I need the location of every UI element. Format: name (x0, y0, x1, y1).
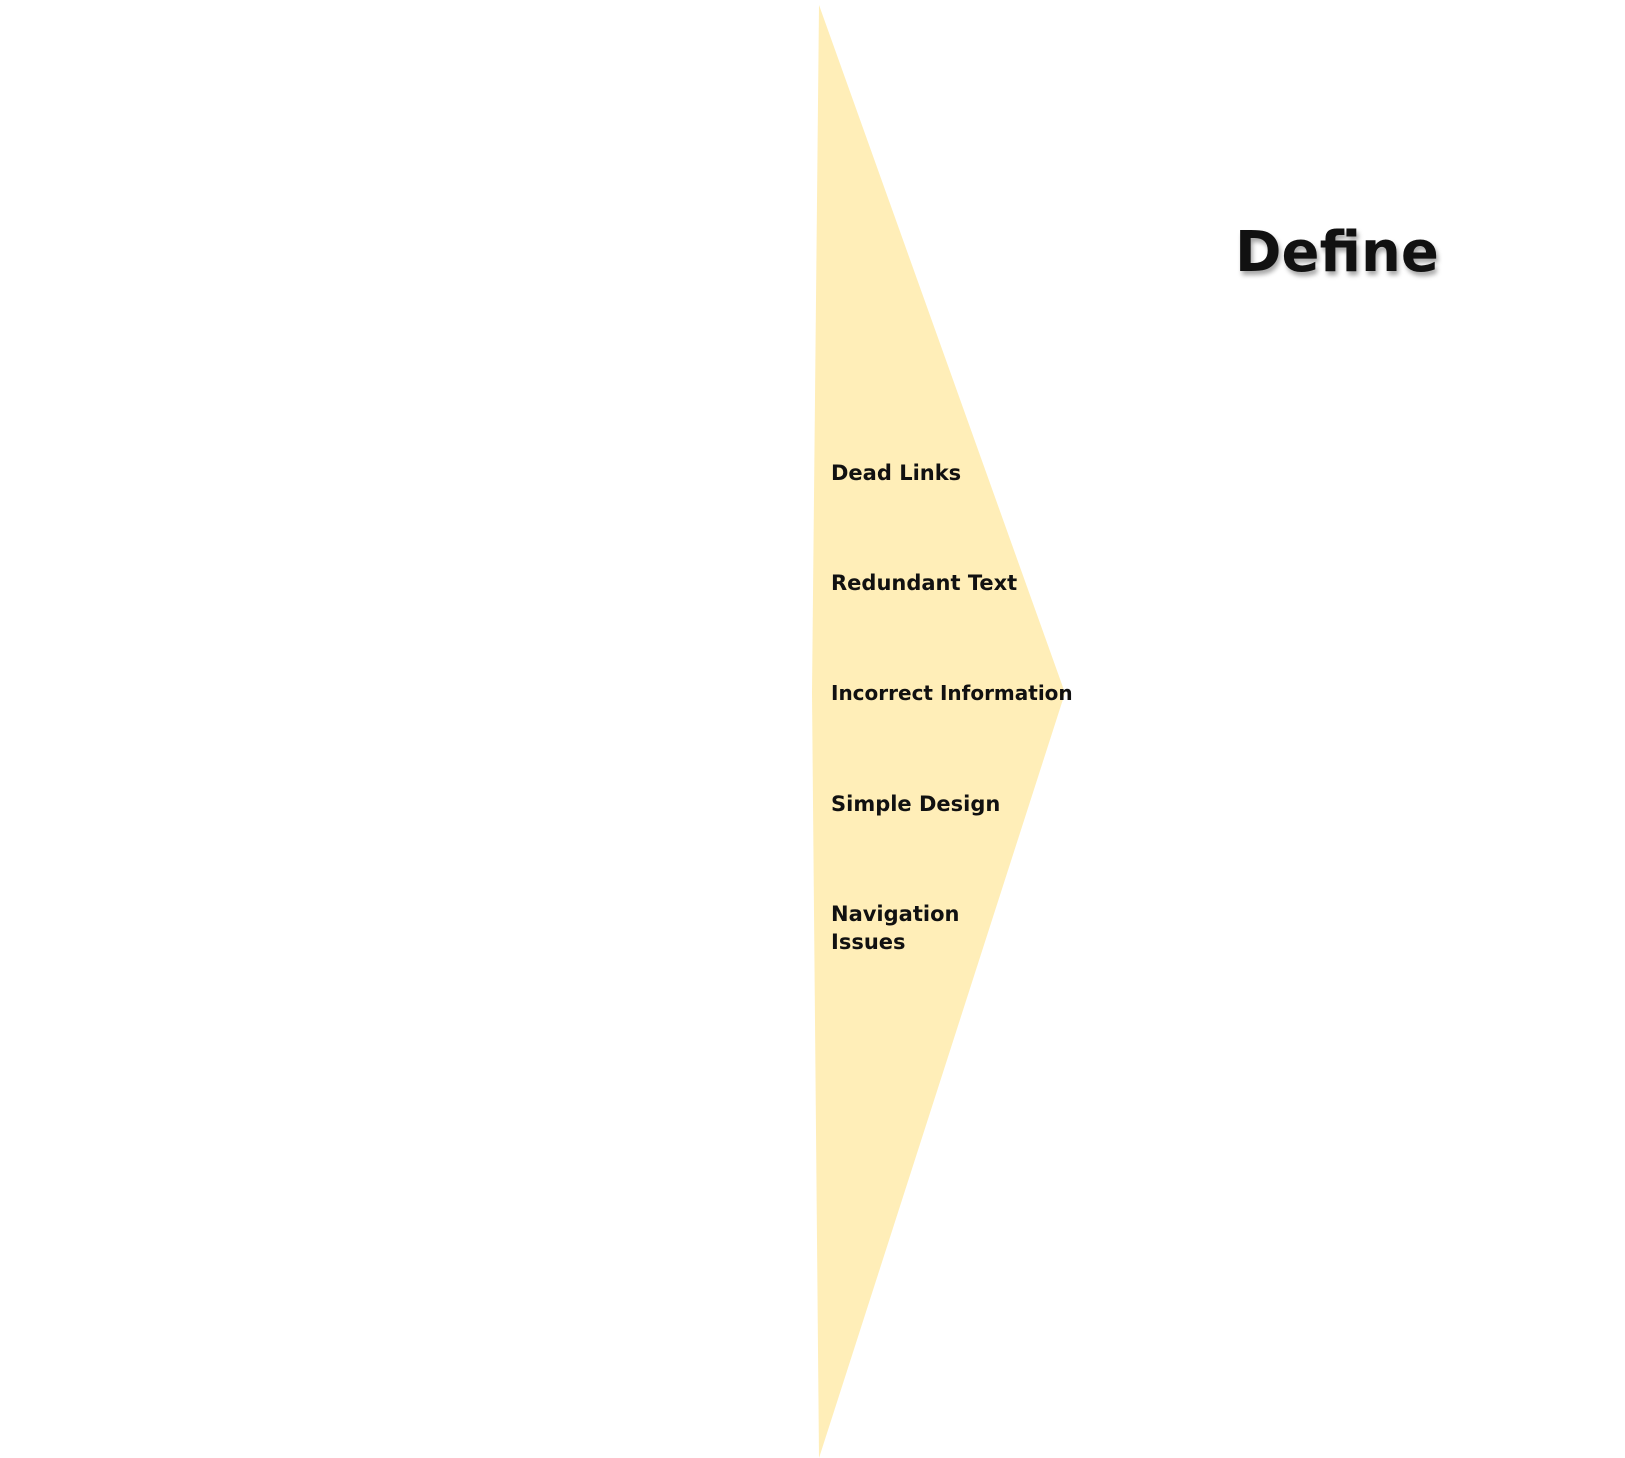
item-dead-links: Dead Links (831, 461, 962, 485)
item-navigation-issues: Navigation Issues (831, 902, 960, 954)
item-simple-design: Simple Design (831, 792, 1001, 816)
define-wedge-shape (812, 5, 1065, 1458)
item-redundant-text: Redundant Text (831, 571, 1018, 595)
item-incorrect-information: Incorrect Information (831, 681, 1073, 705)
phase-heading-define: Define (1235, 220, 1439, 285)
